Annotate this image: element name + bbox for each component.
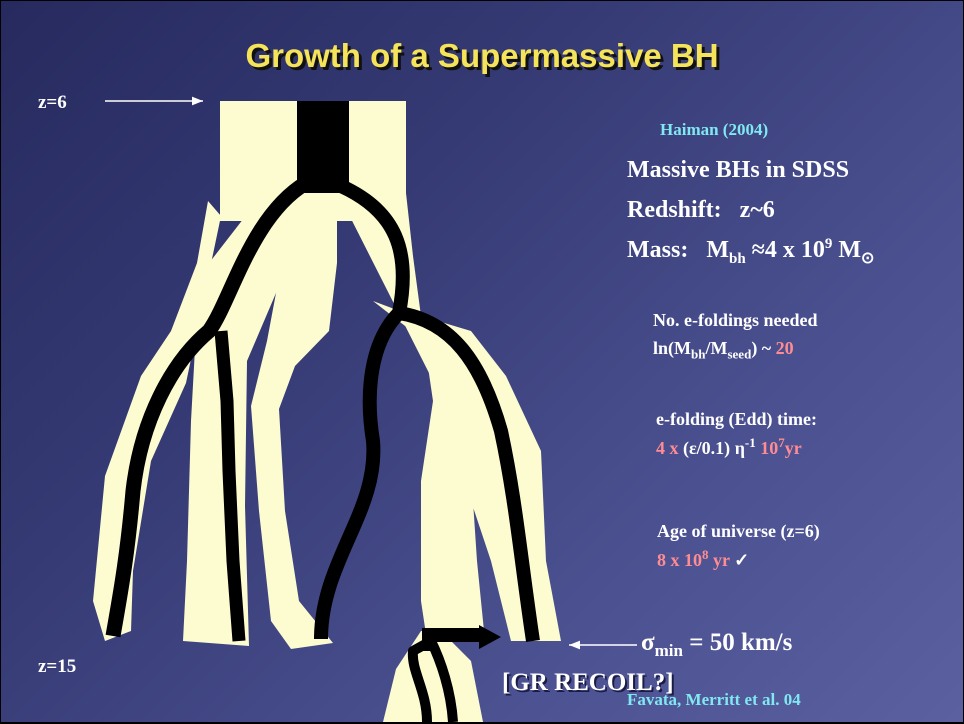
age-heading: Age of universe (z=6) <box>657 521 820 542</box>
efoldings-value: 20 <box>776 338 794 358</box>
sun-symbol-icon: ⊙ <box>861 250 874 267</box>
edd-time-formula: 4 x (ε/0.1) η-1 107yr <box>656 435 802 459</box>
sdss-heading: Massive BHs in SDSS <box>627 157 849 184</box>
mass-unit: M <box>832 237 861 263</box>
redshift-line: Redshift: z~6 <box>627 197 775 224</box>
credit-citation: Favata, Merritt et al. 04 <box>627 690 801 710</box>
recoil-arrowhead <box>479 625 501 649</box>
check-icon: ✓ <box>730 550 750 570</box>
age-value-line: 8 x 108 yr ✓ <box>657 547 749 571</box>
redshift-label: Redshift: <box>627 197 722 223</box>
mass-value: ≈4 x 10 <box>746 237 825 263</box>
mass-subscript: bh <box>729 251 746 267</box>
mass-symbol: M <box>706 237 729 263</box>
z6-label: z=6 <box>38 92 67 114</box>
mass-label: Mass: <box>627 237 688 263</box>
reference-citation: Haiman (2004) <box>660 120 768 140</box>
redshift-value: z~6 <box>740 197 775 223</box>
mass-line: Mass: Mbh ≈4 x 109 M⊙ <box>627 236 874 268</box>
efoldings-formula: ln(Mbh/Mseed) ~ 20 <box>653 338 794 363</box>
z15-label: z=15 <box>38 656 76 678</box>
sigma-min-label: σmin = 50 km/s <box>641 629 792 661</box>
efoldings-heading: No. e-foldings needed <box>653 310 818 331</box>
edd-time-heading: e-folding (Edd) time: <box>656 409 817 430</box>
